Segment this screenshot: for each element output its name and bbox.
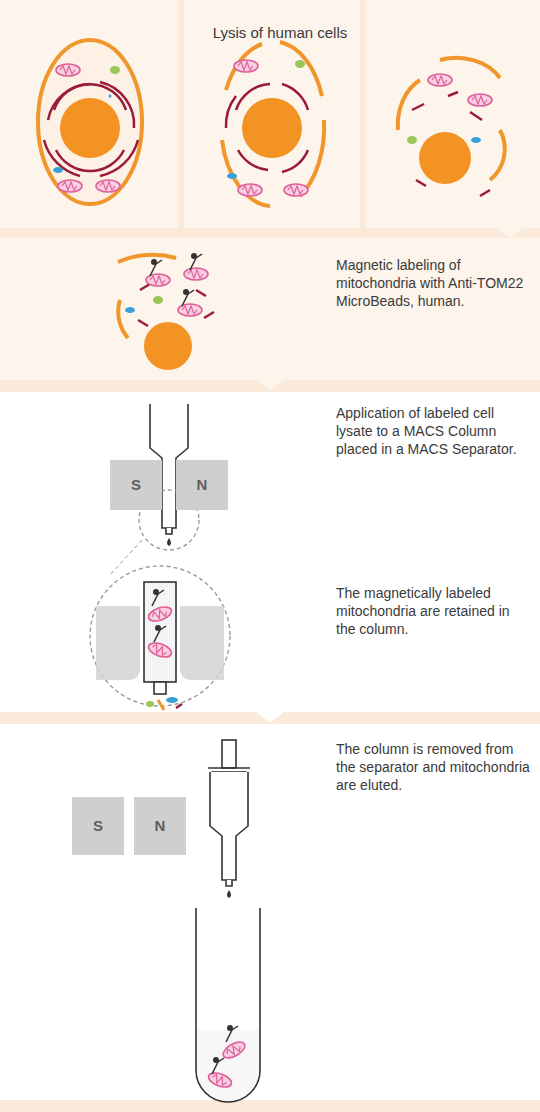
panel [366,0,540,228]
mitochondrion [468,94,492,106]
panel [0,238,540,380]
broken-membrane [222,42,324,206]
magnet-pole: S [110,460,162,510]
drop [167,538,171,546]
nucleus [144,322,192,370]
mitochondrion [56,64,80,76]
pole-label: N [197,476,208,494]
panel [0,724,540,1100]
panel [0,392,540,712]
zoom-view [96,582,224,710]
organelle [471,137,481,143]
step-chevron [256,712,284,723]
organelle [227,173,237,179]
endoplasmic-reticulum [44,82,138,176]
particle [109,95,112,98]
microbead [190,253,202,270]
pole-label: S [93,817,103,835]
step-text: Application of labeled cell lysate to a … [336,404,532,458]
macs-column [208,740,250,886]
magnet-pole: N [134,797,186,855]
organelle [110,66,120,74]
microbead [150,259,162,276]
panel [0,0,178,228]
mitochondrion [284,184,308,196]
pole-label: S [131,476,141,494]
endoplasmic-reticulum [226,84,308,172]
step-panel: Lysis of human cells [0,0,540,228]
organelle [53,167,63,173]
microbead [226,1025,238,1042]
step-text: The column is removed from the separator… [336,740,532,794]
step-panel: Application of labeled cell lysate to a … [0,392,540,712]
organelle [295,60,305,68]
drop [227,890,231,898]
step-text: Lysis of human cells [190,24,370,42]
nucleus [242,98,302,158]
organelle [153,296,163,304]
cell-membrane [38,40,142,204]
mitochondrion [58,180,82,192]
er-fragment [138,284,214,326]
step-chevron [256,380,284,391]
zoom-circle [90,566,230,706]
organelle [407,136,417,144]
mitochondrion [96,180,120,192]
step-text: The magnetically labeled mitochondria ar… [336,584,532,638]
mitochondrion [234,60,258,72]
pole-label: N [155,817,166,835]
tube [196,908,260,1102]
mitochondrion [221,1039,248,1061]
microbead [182,289,194,306]
microbead [212,1057,224,1074]
mitochondrion [184,268,208,280]
er-fragment [412,92,490,196]
nucleus [60,98,120,158]
step-panel: Magnetic labeling of mitochondria with A… [0,238,540,380]
magnet-pole: N [176,460,228,510]
step-chevron [496,228,524,237]
organelle [125,307,135,313]
magnet-pole: S [72,797,124,855]
step-panel: The column is removed from the separator… [0,724,540,1100]
mitochondrion [238,184,262,196]
step-text: Magnetic labeling of mitochondria with A… [336,256,532,310]
nucleus [419,132,471,184]
zoom-line [110,540,142,575]
eluate [197,1030,259,1101]
mitochondrion [207,1070,234,1089]
mitochondrion [428,74,452,86]
